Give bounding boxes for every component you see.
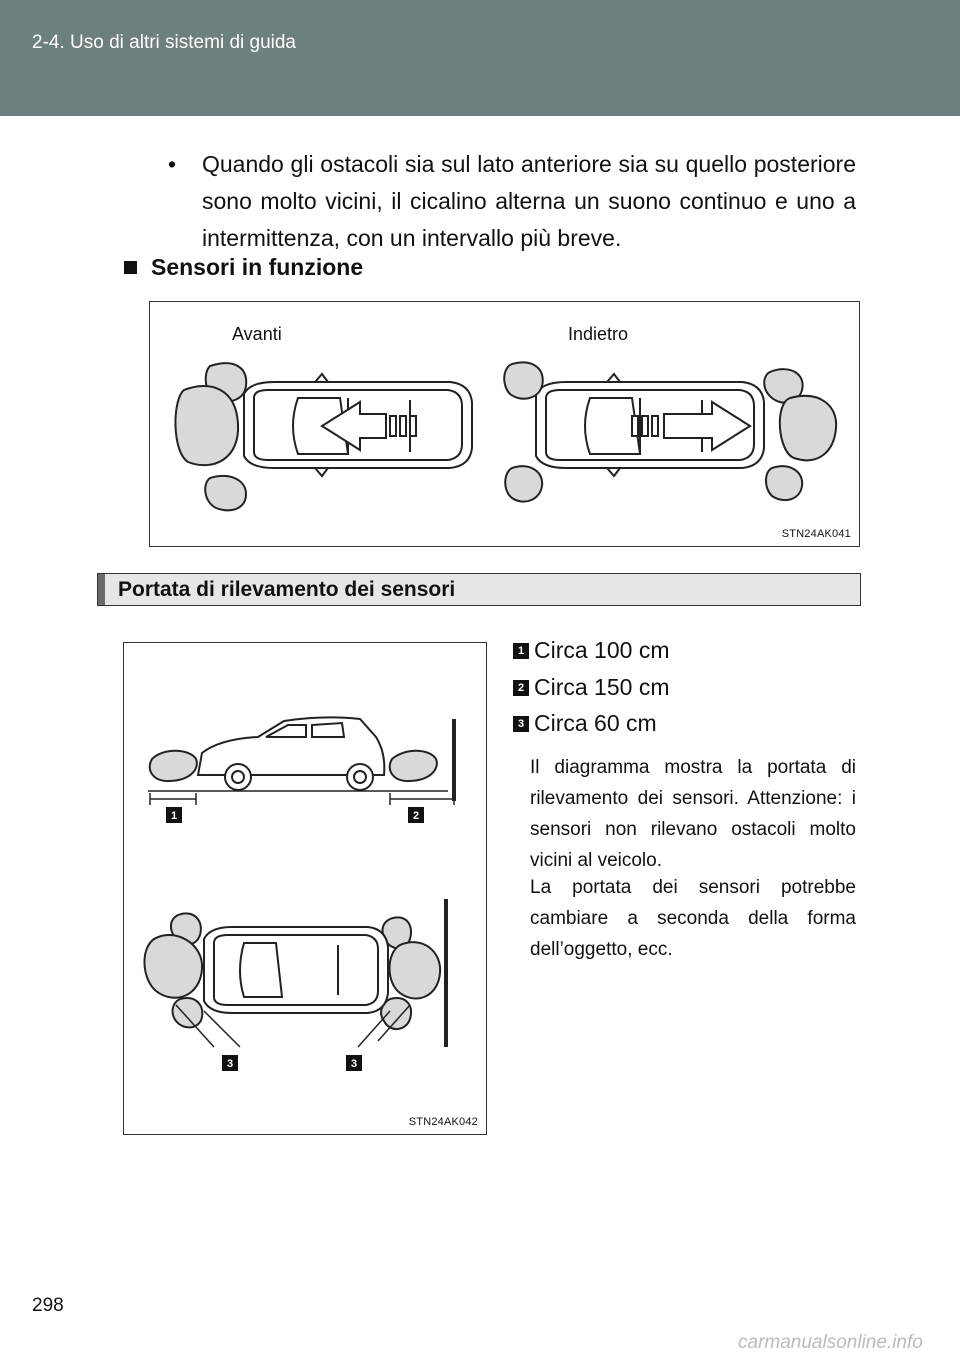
wall-right-top-view bbox=[444, 899, 448, 1047]
bullet-paragraph: • Quando gli ostacoli sia sul lato anter… bbox=[168, 146, 856, 257]
legend-text-3: Circa 60 cm bbox=[534, 710, 657, 736]
label-front: Avanti bbox=[232, 324, 282, 344]
detection-range-drawing: 1 2 3 3 bbox=[143, 716, 456, 1071]
subheading: Sensori in funzione bbox=[124, 254, 363, 281]
figure-sensors-operation: Avanti Indietro bbox=[149, 301, 860, 547]
bullet-marker: • bbox=[168, 151, 177, 177]
square-bullet-icon bbox=[124, 261, 137, 274]
legend-text-2: Circa 150 cm bbox=[534, 674, 670, 700]
marker-2: 2 bbox=[413, 810, 419, 822]
header-title: 2-4. Uso di altri sistemi di guida bbox=[32, 32, 296, 53]
figure1-code: STN24AK041 bbox=[781, 528, 851, 540]
label-rear: Indietro bbox=[568, 324, 629, 344]
note-1: Il diagramma mostra la portata di rileva… bbox=[530, 757, 856, 871]
marker-3-right: 3 bbox=[351, 1058, 357, 1070]
top-view-sensor-zones bbox=[143, 912, 442, 1030]
page-number: 298 bbox=[32, 1295, 64, 1316]
arrow-right-icon bbox=[631, 400, 752, 452]
note-2: La portata dei sensori potrebbe cambiare… bbox=[530, 877, 856, 960]
wall-right-side-view bbox=[452, 719, 456, 801]
footer-watermark: carmanualsonline.info bbox=[738, 1332, 923, 1353]
top-view-car bbox=[203, 926, 389, 1014]
angle-dimension-lines bbox=[175, 1004, 411, 1048]
legend-number-1: 1 bbox=[513, 643, 529, 659]
section-accent bbox=[98, 574, 105, 605]
legend-item-3: 3 Circa 60 cm bbox=[513, 710, 657, 737]
rear-car-outline bbox=[535, 372, 765, 478]
page-header: 2-4. Uso di altri sistemi di guida bbox=[0, 0, 960, 116]
arrow-left-icon bbox=[320, 400, 417, 452]
figure2-code: STN24AK042 bbox=[408, 1116, 478, 1128]
cars-top-view-drawing bbox=[174, 361, 838, 512]
legend-text-1: Circa 100 cm bbox=[534, 637, 670, 663]
legend-number-3: 3 bbox=[513, 716, 529, 732]
front-sensor-zones bbox=[174, 362, 248, 512]
legend-item-1: 1 Circa 100 cm bbox=[513, 637, 669, 664]
marker-1: 1 bbox=[171, 810, 177, 822]
subheading-text: Sensori in funzione bbox=[151, 254, 364, 280]
rear-sensor-zones bbox=[503, 361, 838, 503]
figure-detection-range: 1 2 3 3 STN24AK042 bbox=[123, 642, 487, 1135]
side-view-car bbox=[196, 716, 386, 791]
section-title: Portata di rilevamento dei sensori bbox=[118, 578, 456, 601]
legend-number-2: 2 bbox=[513, 680, 529, 696]
bullet-text: Quando gli ostacoli sia sul lato anterio… bbox=[202, 151, 856, 251]
marker-3-left: 3 bbox=[227, 1058, 233, 1070]
dimension-lines bbox=[149, 793, 455, 805]
figure2-markers bbox=[166, 807, 424, 1071]
side-view-sensor-zones bbox=[148, 749, 438, 783]
section-header: Portata di rilevamento dei sensori bbox=[97, 573, 861, 606]
legend-item-2: 2 Circa 150 cm bbox=[513, 674, 669, 701]
